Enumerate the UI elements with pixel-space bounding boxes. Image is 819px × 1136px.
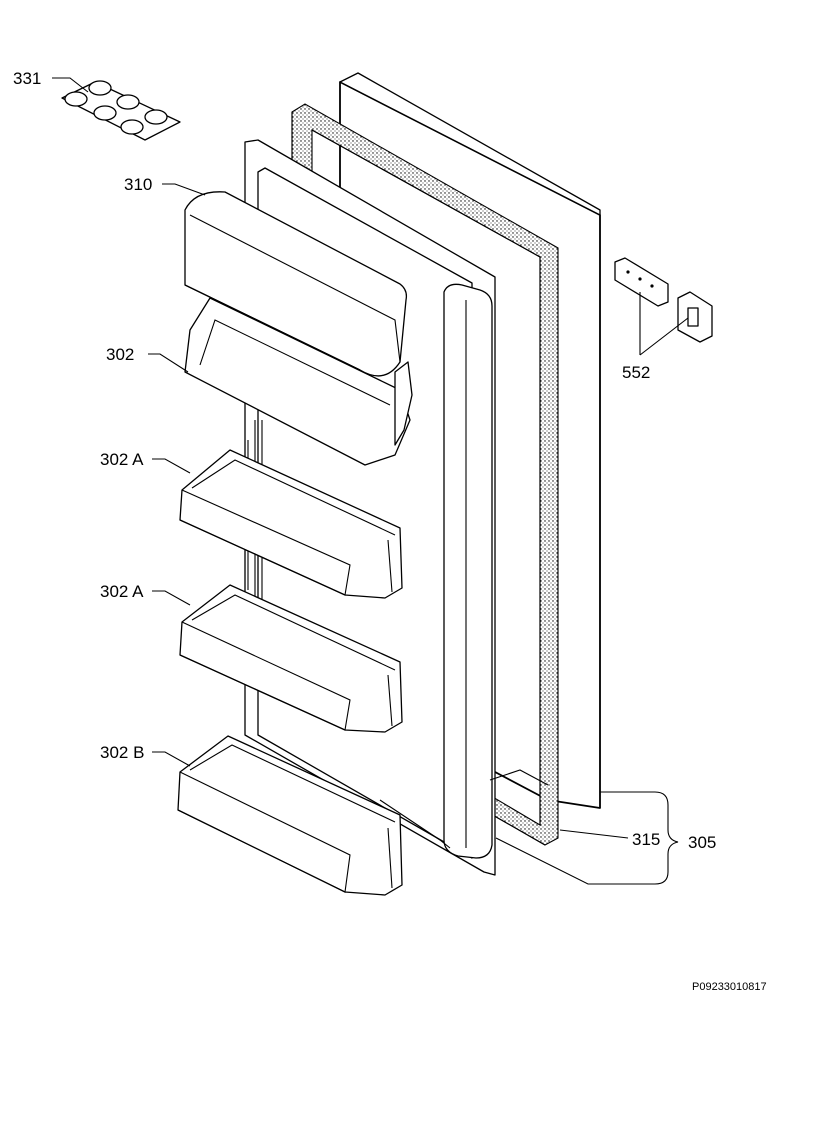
label-302b: 302 B <box>100 743 144 762</box>
label-302a-upper: 302 A <box>100 450 144 469</box>
door-bin-middle <box>179 584 403 733</box>
hinge-parts <box>614 257 713 343</box>
label-310: 310 <box>124 175 152 194</box>
label-315: 315 <box>632 830 660 849</box>
label-331: 331 <box>13 69 41 88</box>
label-305: 305 <box>688 833 716 852</box>
dairy-shelf <box>184 297 413 466</box>
label-552: 552 <box>622 363 650 382</box>
label-302: 302 <box>106 345 134 364</box>
leader-lines <box>52 77 689 885</box>
bottle-bin <box>177 735 403 896</box>
label-302a-middle: 302 A <box>100 582 144 601</box>
egg-tray <box>61 80 181 141</box>
door-bin-upper <box>179 449 403 599</box>
drawing-code: P09233010817 <box>692 981 767 993</box>
